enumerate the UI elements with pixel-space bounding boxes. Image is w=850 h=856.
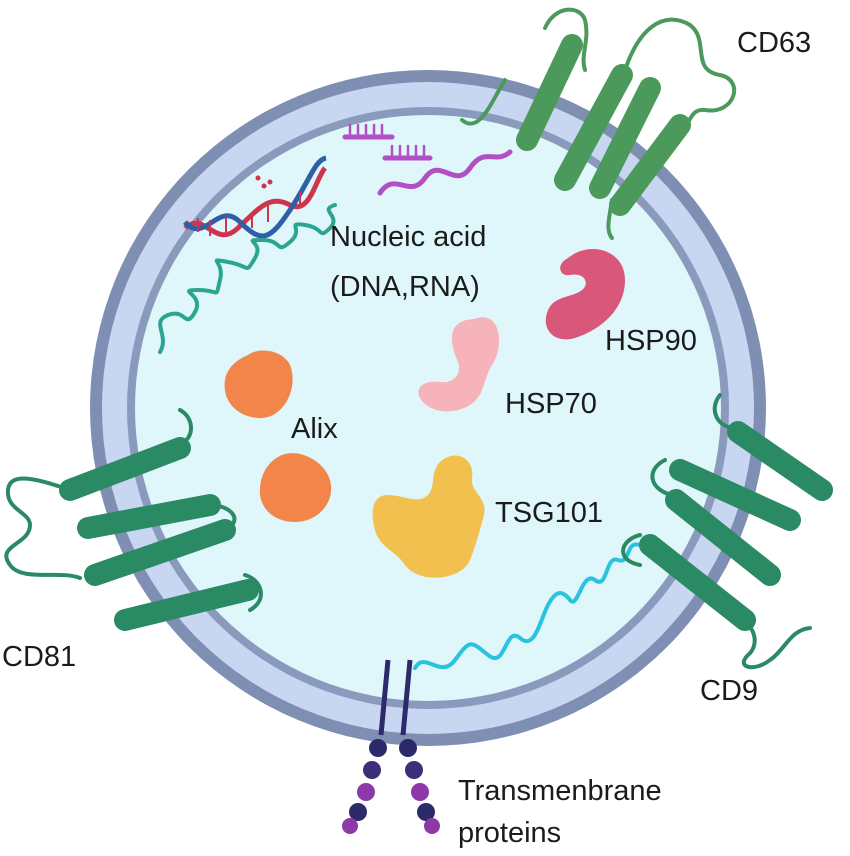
cd9-tetraspanin <box>621 393 833 670</box>
rna-cyan <box>413 542 642 670</box>
dna-helix <box>183 155 328 239</box>
label-transmembrane-line1: Transmenbrane <box>458 775 662 807</box>
label-hsp90: HSP90 <box>605 325 697 357</box>
rna-teal <box>158 203 337 354</box>
tm-chain-right <box>400 659 413 736</box>
alix-protein <box>224 350 332 522</box>
label-alix: Alix <box>291 413 338 445</box>
label-hsp70: HSP70 <box>505 388 597 420</box>
dna-base-pairs <box>197 192 301 236</box>
dna-dots <box>255 175 273 189</box>
rna-purple-wave-1 <box>377 149 513 196</box>
cd9-helices <box>639 421 833 631</box>
cd9-loops <box>621 393 812 670</box>
cd81-helices <box>59 437 259 631</box>
label-nucleic-acid-line1: Nucleic acid <box>330 221 486 253</box>
hsp70-protein <box>418 317 500 412</box>
alix-blob-1 <box>224 350 293 419</box>
label-transmembrane-line2: proteins <box>458 817 561 849</box>
cd63-tetraspanin <box>460 7 737 240</box>
transmembrane-proteins <box>342 659 440 834</box>
rna-purple <box>342 123 513 196</box>
rna-purple-comb-teeth <box>348 123 426 160</box>
label-nucleic-acid-line2: (DNA,RNA) <box>330 271 480 303</box>
tm-beads <box>342 739 440 834</box>
dna-strand-red <box>183 166 328 238</box>
label-cd81: CD81 <box>2 641 76 673</box>
hsp90-protein <box>545 249 625 340</box>
cd81-tetraspanin <box>4 408 263 631</box>
cd63-loops <box>460 7 737 240</box>
alix-blob-2 <box>259 453 332 522</box>
dna-strand-blue <box>183 155 327 239</box>
cd81-loops <box>4 408 263 612</box>
label-cd63: CD63 <box>737 27 811 59</box>
tm-chain-left <box>378 659 391 736</box>
label-cd9: CD9 <box>700 675 758 707</box>
label-tsg101: TSG101 <box>495 497 603 529</box>
tsg101-protein <box>372 455 485 578</box>
labels: Nucleic acid (DNA,RNA) CD63 HSP90 HSP70 … <box>2 27 811 849</box>
cd63-helices <box>516 34 691 216</box>
